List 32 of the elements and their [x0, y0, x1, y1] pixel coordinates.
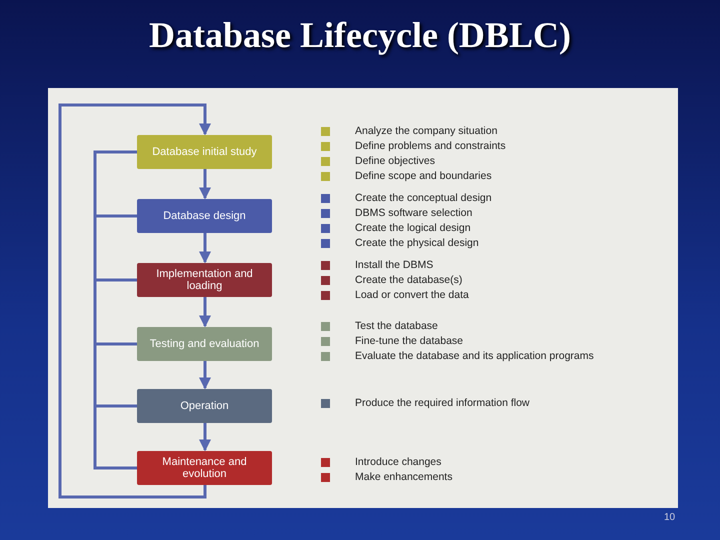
process-box: Testing and evaluation	[137, 327, 272, 361]
bullet-text: Evaluate the database and its application programs	[355, 350, 594, 363]
bullet-text: Test the database	[355, 320, 438, 333]
arrow	[199, 423, 211, 452]
arrow	[199, 169, 211, 200]
process-box: Database initial study	[137, 135, 272, 169]
bullet-text: Introduce changes	[355, 456, 442, 469]
arrow	[199, 361, 211, 390]
process-box: Database design	[137, 199, 272, 233]
bullet-text: Make enhancements	[355, 471, 452, 484]
slide-title: Database Lifecycle (DBLC)	[148, 14, 572, 57]
bullet-text: Produce the required information flow	[355, 397, 530, 410]
bullet-text: Install the DBMS	[355, 259, 434, 272]
arrow	[58, 104, 211, 498]
connector-line	[94, 404, 137, 470]
process-box: Implementation and loading	[137, 263, 272, 297]
bullet-text: DBMS software selection	[355, 207, 472, 220]
process-box: Operation	[137, 389, 272, 423]
page-number: 10	[664, 512, 676, 523]
bullet-text: Create the conceptual design	[355, 192, 492, 205]
bullet-text: Analyze the company situation	[355, 125, 498, 138]
bullet-text: Define objectives	[355, 155, 435, 168]
bullet-text: Create the physical design	[355, 237, 479, 250]
bullet-text: Define scope and boundaries	[355, 170, 492, 183]
bullet-text: Create the database(s)	[355, 274, 462, 287]
arrow	[199, 233, 211, 264]
process-box: Maintenance and evolution	[137, 451, 272, 485]
bullet-text: Create the logical design	[355, 222, 471, 235]
arrow	[199, 297, 211, 328]
bullet-text: Load or convert the data	[355, 289, 469, 302]
bullet-text: Fine-tune the database	[355, 335, 463, 348]
bullet-text: Define problems and constraints	[355, 140, 506, 153]
